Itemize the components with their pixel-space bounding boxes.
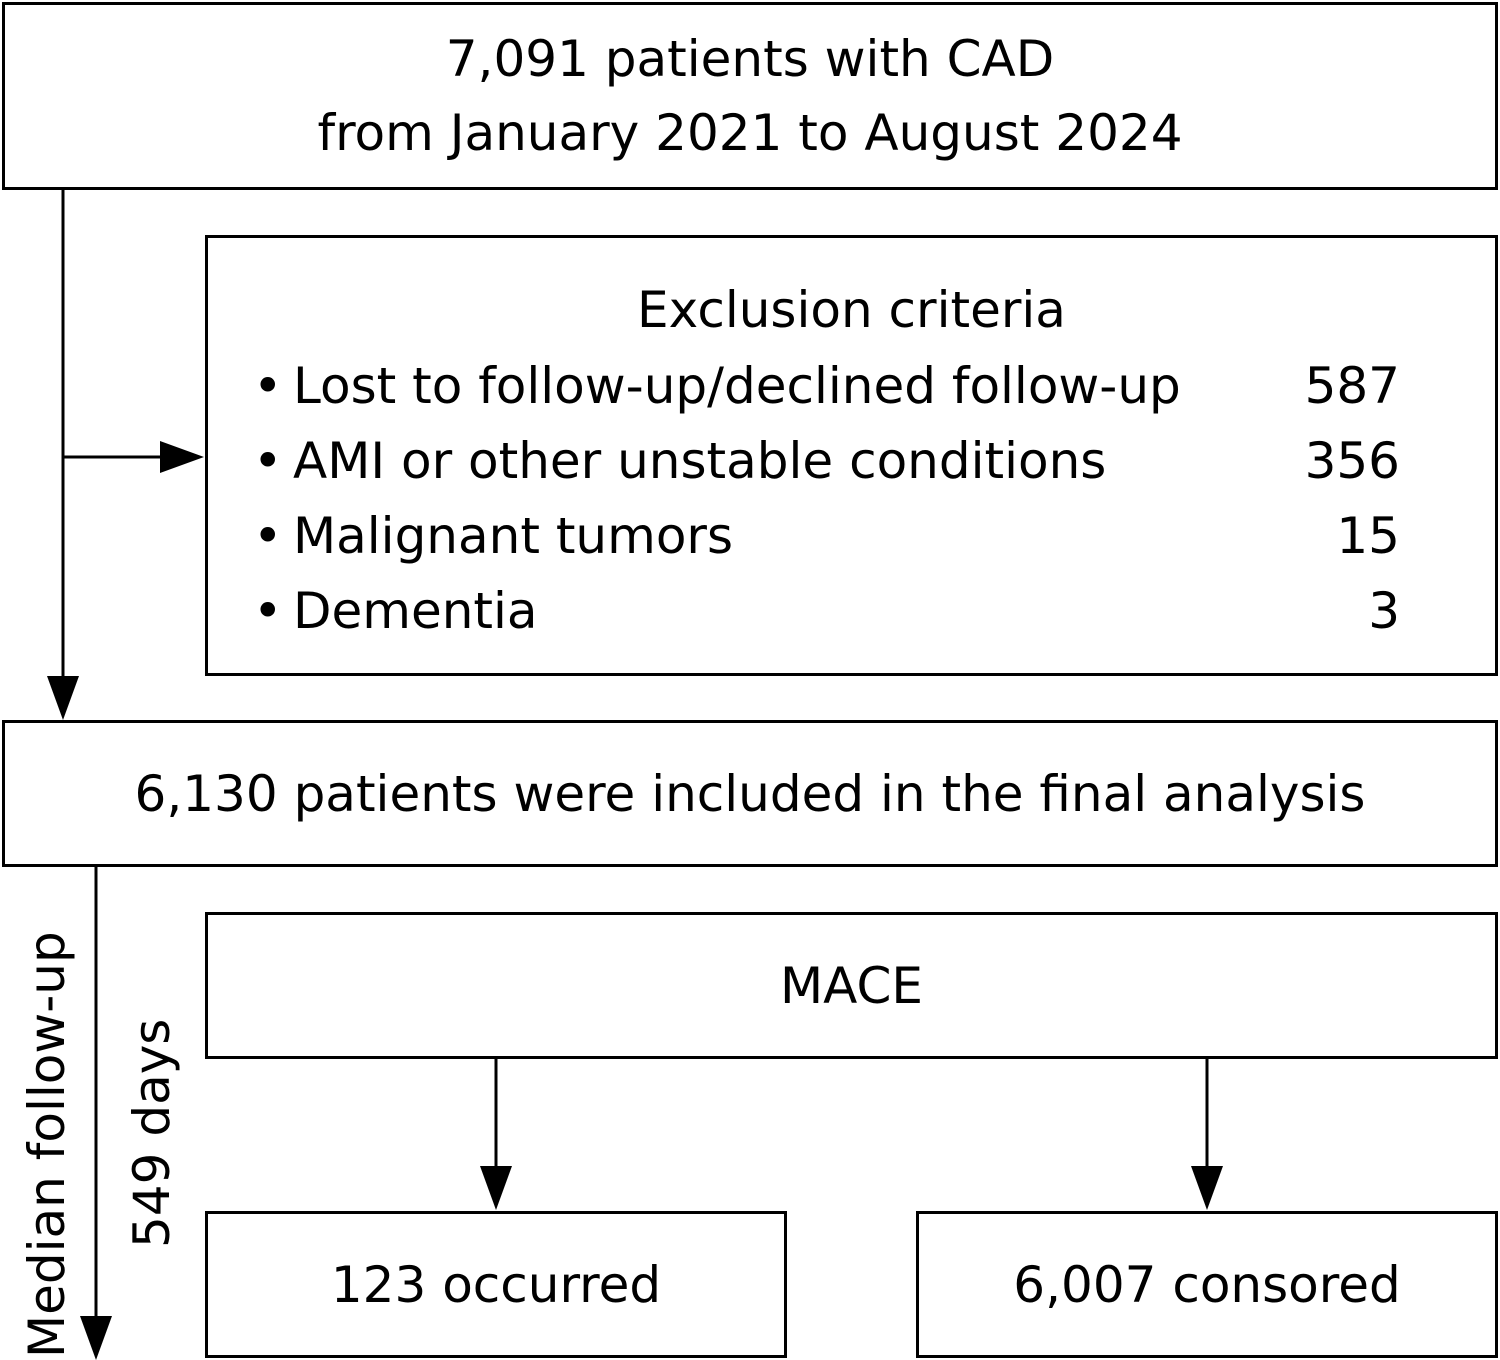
exclusion-item-label: Malignant tumors — [293, 506, 734, 565]
enrollment-line-2: from January 2021 to August 2024 — [317, 104, 1183, 162]
exclusion-item-label: Lost to follow-up/declined follow-up — [293, 356, 1181, 415]
exclusion-item: • Malignant tumors 15 — [253, 498, 1400, 573]
included-box: 6,130 patients were included in the fina… — [2, 720, 1498, 867]
arrowhead-follow-up — [80, 1316, 112, 1360]
occurred-text: 123 occurred — [330, 1255, 662, 1314]
arrowhead-to-occurred — [480, 1166, 512, 1210]
exclusion-list: • Lost to follow-up/declined follow-up 5… — [253, 348, 1400, 648]
bullet: • — [253, 506, 283, 565]
exclusion-item: • Dementia 3 — [253, 573, 1400, 648]
exclusion-item-count: 587 — [1304, 356, 1400, 415]
mace-box: MACE — [205, 912, 1498, 1059]
arrowhead-to-censored — [1191, 1166, 1223, 1210]
censored-box: 6,007 consored — [916, 1211, 1498, 1358]
exclusion-item-label: AMI or other unstable conditions — [293, 431, 1107, 490]
follow-up-label: Median follow-up — [18, 931, 76, 1358]
exclusion-item-count: 15 — [1336, 506, 1400, 565]
bullet: • — [253, 356, 283, 415]
enrollment-box: 7,091 patients with CAD from January 202… — [2, 2, 1498, 190]
bullet: • — [253, 431, 283, 490]
censored-text: 6,007 consored — [1013, 1255, 1401, 1314]
included-text: 6,130 patients were included in the fina… — [134, 764, 1366, 823]
arrowhead-to-exclusion — [160, 441, 204, 473]
exclusion-item: • Lost to follow-up/declined follow-up 5… — [253, 348, 1400, 423]
mace-text: MACE — [780, 956, 923, 1015]
exclusion-item-count: 356 — [1304, 431, 1400, 490]
exclusion-box: Exclusion criteria • Lost to follow-up/d… — [205, 235, 1498, 676]
occurred-box: 123 occurred — [205, 1211, 787, 1358]
arrowhead-to-included — [47, 676, 79, 720]
exclusion-title: Exclusion criteria — [637, 281, 1066, 339]
follow-up-value: 549 days — [123, 1018, 181, 1248]
exclusion-item-label: Dementia — [293, 581, 538, 640]
exclusion-item-count: 3 — [1368, 581, 1400, 640]
exclusion-item: • AMI or other unstable conditions 356 — [253, 423, 1400, 498]
enrollment-line-1: 7,091 patients with CAD — [445, 30, 1055, 88]
bullet: • — [253, 581, 283, 640]
